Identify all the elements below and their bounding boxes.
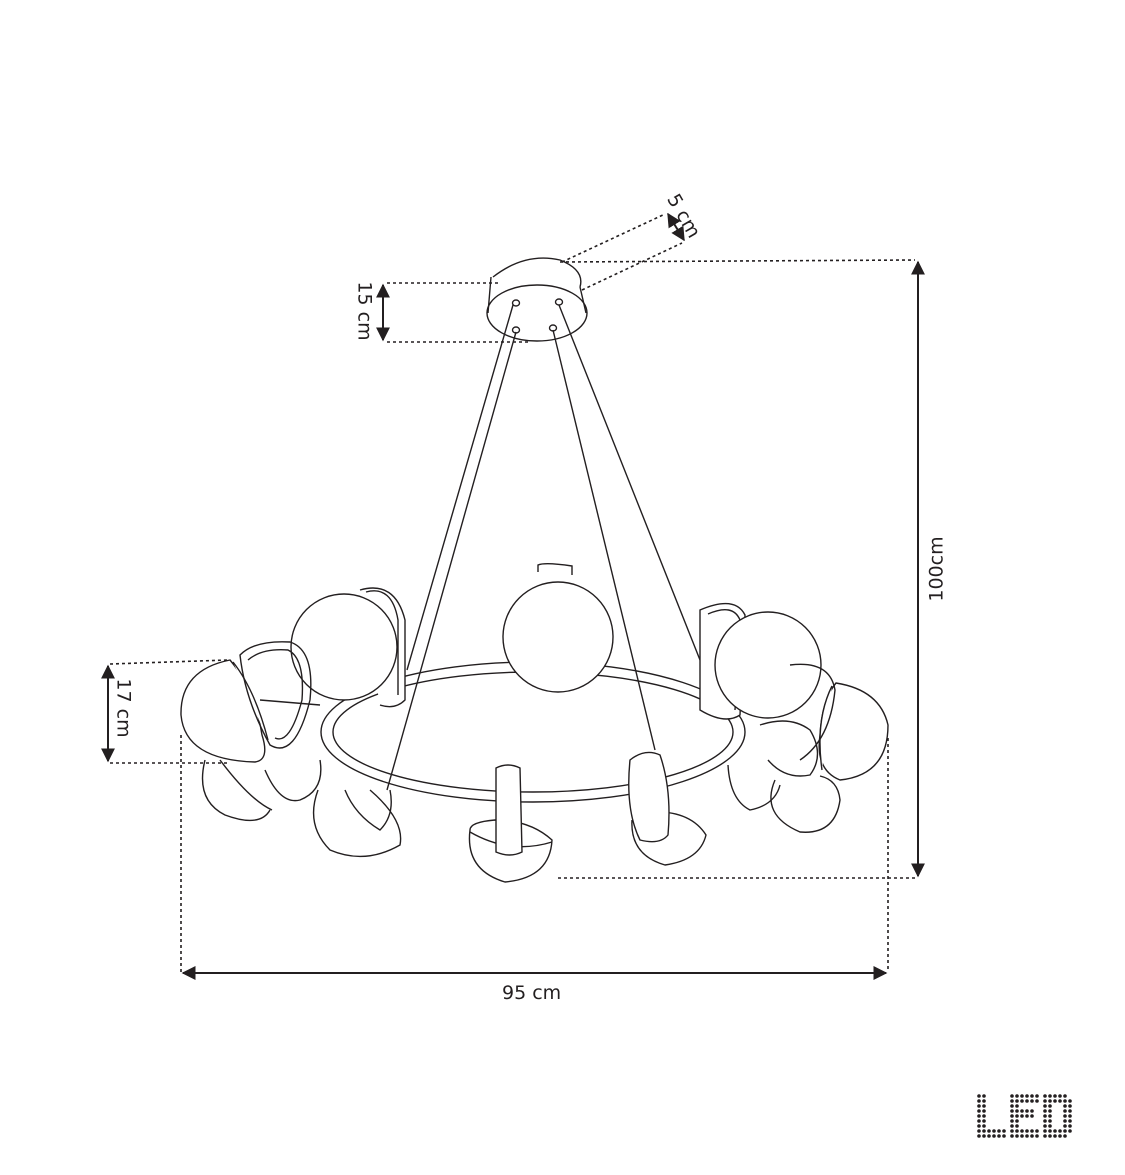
led-letter-l xyxy=(977,1094,1006,1138)
total-width-label: 95 cm xyxy=(502,982,562,1004)
led-letter-d xyxy=(1043,1094,1072,1138)
half-dome-shades xyxy=(180,659,889,883)
total-height-label: 100cm xyxy=(925,536,948,602)
led-dot-matrix-icon xyxy=(977,1094,1072,1138)
canopy-thickness-arrow xyxy=(667,212,685,242)
ceiling-canopy xyxy=(486,257,588,342)
dimension-lines xyxy=(109,213,916,972)
globe-shades xyxy=(290,563,822,720)
ribbon-arms xyxy=(239,641,836,831)
led-letter-e xyxy=(1010,1094,1039,1138)
shade-height-label: 17 cm xyxy=(112,678,135,738)
led-badge xyxy=(975,1092,1079,1142)
dimension-arrows xyxy=(101,212,925,980)
canopy-height-label: 15 cm xyxy=(353,281,376,341)
suspension-rods xyxy=(386,304,701,791)
